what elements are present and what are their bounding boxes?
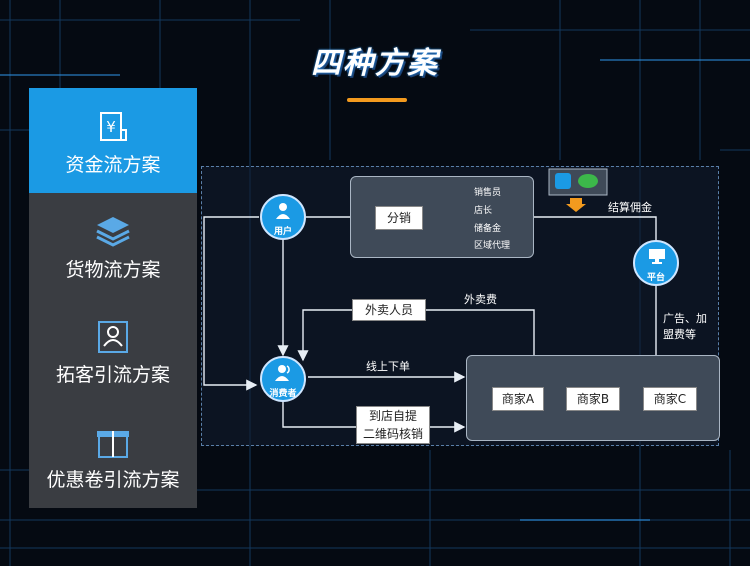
- user-node: 用户: [260, 194, 306, 240]
- branch-label: 储备金: [474, 224, 502, 234]
- platform-label: 平台: [646, 273, 665, 283]
- user-label: 用户: [273, 227, 292, 237]
- sidebar-item-label: 资金流方案: [65, 154, 161, 176]
- offline-pickup-node: 到店自提 二维码核销: [356, 406, 430, 444]
- merchant-a-node: 商家A: [492, 387, 544, 411]
- offline-pickup-label: 到店自提: [368, 409, 417, 423]
- sidebar-item-label: 优惠卷引流方案: [46, 469, 180, 491]
- consumer-node: 消费者: [260, 356, 306, 402]
- qr-verify-label: 二维码核销: [362, 427, 423, 441]
- yen-receipt-icon: ¥: [100, 112, 127, 141]
- title-underline: [347, 98, 407, 102]
- sidebar-item-label: 货物流方案: [65, 259, 161, 281]
- distribution-node: 分销: [375, 206, 423, 230]
- settle-commission-label: 结算佣金: [608, 201, 652, 214]
- branch-label: 销售员: [474, 188, 502, 198]
- takeaway-staff-node: 外卖人员: [352, 299, 426, 321]
- consumer-label: 消费者: [269, 389, 297, 399]
- user-card-icon: [98, 321, 128, 353]
- sidebar-item-fund-flow[interactable]: ¥ 资金流方案: [29, 88, 197, 193]
- sidebar-item-label: 拓客引流方案: [55, 364, 170, 386]
- ads-join-label-line1: 广告、加: [663, 312, 707, 325]
- sidebar-item-customer-acquisition[interactable]: 拓客引流方案: [29, 298, 197, 403]
- platform-node: 平台: [633, 240, 679, 286]
- layers-icon: [96, 217, 130, 247]
- user-icon: [276, 203, 290, 219]
- sidebar-item-goods-flow[interactable]: 货物流方案: [29, 193, 197, 298]
- merchant-c-node: 商家C: [643, 387, 697, 411]
- monitor-icon: [649, 249, 665, 264]
- online-order-label: 线上下单: [366, 360, 410, 373]
- sidebar: ¥ 资金流方案 货物流方案 拓客引流方案 优惠卷引流方案: [29, 88, 197, 508]
- branch-label: 区域代理: [474, 241, 511, 251]
- branch-label: 店长: [474, 206, 493, 216]
- merchant-b-node: 商家B: [566, 387, 620, 411]
- sidebar-item-coupon[interactable]: 优惠卷引流方案: [29, 403, 197, 508]
- svg-text:¥: ¥: [106, 118, 116, 136]
- ads-join-label-line2: 盟费等: [663, 328, 696, 341]
- page-title: 四种方案: [311, 46, 439, 81]
- users-icon: [275, 365, 290, 381]
- gift-box-icon: [97, 431, 129, 458]
- takeaway-fee-label: 外卖费: [464, 293, 497, 306]
